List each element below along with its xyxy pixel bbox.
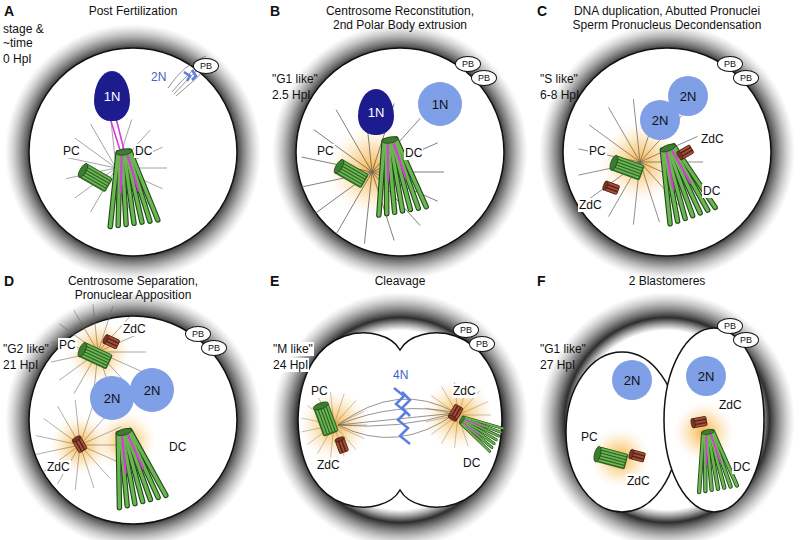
node-text: PB [476,340,488,349]
panel-b-cell [272,24,528,280]
panel-title: Cleavage [300,274,500,288]
centriole-label: PC [58,338,77,352]
stage-label: "M like" [272,342,314,356]
pronucleus: 2N [612,360,652,400]
sperm-nucleus: 1N [358,89,394,135]
centriole-label: ZdC [316,458,341,472]
ploidy-label: 4N [392,368,409,382]
polar-body: PB [193,58,219,74]
centriole-label: DC [732,460,751,474]
stage-label: "G1 like" [540,342,586,356]
polar-body: PB [455,56,481,72]
time-label: 2.5 HpI [272,88,311,102]
panel-title: Post Fertilization [33,4,233,18]
node-text: 2N [680,90,697,103]
panel-title: 2 Blastomeres [567,274,767,288]
pronucleus: 1N [418,82,462,126]
centriole-label: PC [588,144,607,158]
node-text: PB [740,74,752,83]
panel-e-cell [272,292,528,540]
centriole-label: ZdC [122,322,147,336]
pronucleus: 2N [686,356,726,396]
centriole-label: ZdC [626,474,651,488]
node-text: PB [208,344,220,353]
node-text: 1N [104,90,121,103]
node-text: 2N [624,374,641,387]
panel-title: Centrosome Reconstitution, 2nd Polar Bod… [315,4,485,32]
node-text: PB [460,326,472,335]
centriole-label: DC [404,146,423,160]
time-label: 21 HpI [3,358,38,372]
panel-title: Centrosome Separation, Pronuclear Apposi… [43,274,223,302]
stage-label: "G2 like" [3,342,49,356]
panel-title: DNA duplication, Abutted Pronuclei Sperm… [572,4,762,32]
node-text: 1N [368,106,385,119]
pronucleus: 2N [640,100,680,140]
panel-f-cell [539,292,795,540]
panel-a-cell [5,24,261,280]
node-text: 2N [104,392,121,405]
node-text: 2N [652,114,669,127]
polar-body: PB [469,336,495,352]
centriole-label: ZdC [452,384,477,398]
stage-label: stage & ~time [3,22,55,50]
stage-label: "S like" [540,72,578,86]
stage-label: "G1 like" [272,72,318,86]
polar-body: PB [733,332,759,348]
polar-body: PB [201,340,227,356]
centriole-label: DC [134,144,153,158]
node-text: 1N [432,98,449,111]
node-text: PB [724,60,736,69]
node-text: PB [478,74,490,83]
centriole-label: PC [316,144,335,158]
pronucleus: 2N [90,376,134,420]
panel-c-cell [539,24,795,280]
polar-body: PB [717,318,743,334]
panel-letter: F [537,273,546,290]
polar-body: PB [471,70,497,86]
centriole-label: DC [462,456,481,470]
time-label: 0 HpI [3,52,32,66]
time-label: 6-8 HpI [540,88,579,102]
node-text: 2N [698,370,715,383]
panel-letter: B [270,3,280,20]
polar-body: PB [453,322,479,338]
panel-letter: E [270,273,279,290]
centriole-label: DC [168,440,187,454]
centriole-label: ZdC [578,198,603,212]
centriole-label: ZdC [700,132,725,146]
panel-letter: C [537,3,547,20]
centriole-label: PC [62,144,81,158]
sperm-nucleus: 1N [94,71,130,121]
centriole-label: ZdC [718,398,743,412]
node-text: 2N [144,384,161,397]
ploidy-label: 2N [150,70,167,84]
panel-letter: D [4,273,14,290]
node-text: PB [462,60,474,69]
time-label: 24 HpI [272,358,309,372]
centriole-label: PC [310,384,329,398]
node-text: PB [740,336,752,345]
time-label: 27 HpI [540,358,575,372]
centriole-label: PC [580,430,599,444]
polar-body: PB [733,70,759,86]
centriole-label: ZdC [46,460,71,474]
polar-body: PB [717,56,743,72]
node-text: PB [724,322,736,331]
polar-body: PB [185,326,211,342]
centriole-label: DC [702,184,721,198]
panel-d-cell [5,292,261,540]
node-text: PB [200,62,212,71]
panel-letter: A [4,3,14,20]
pronucleus: 2N [130,368,174,412]
node-text: PB [192,330,204,339]
